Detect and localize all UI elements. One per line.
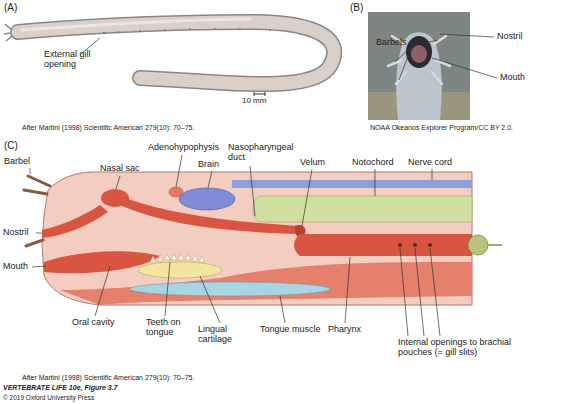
part-label: Notochord — [352, 158, 394, 168]
head-section — [24, 172, 502, 305]
credit-line: NOAA Okeanos Explorer Program/CC BY 2.0. — [370, 124, 513, 132]
panel-letter: (C) — [4, 140, 18, 151]
part-label: Internal openings to brachial pouches (=… — [398, 338, 516, 358]
part-label: Nostril — [497, 32, 523, 42]
part-label: Barbels — [376, 38, 407, 48]
part-label: Nasopharyngeal duct — [228, 143, 298, 163]
part-label: Adenohypophysis — [148, 143, 219, 153]
scale-label: 10 mm — [242, 97, 266, 106]
part-label: Nerve cord — [408, 158, 452, 168]
part-label: Mouth — [3, 262, 28, 272]
hagfish-photo — [368, 12, 470, 120]
part-label: Pharynx — [328, 325, 361, 335]
part-label: Teeth on tongue — [146, 318, 190, 338]
copyright-line: © 2019 Oxford University Press — [3, 394, 94, 401]
part-label: Brain — [198, 160, 219, 170]
credit-line: After Martini (1998) Scientific American… — [22, 124, 194, 132]
leader-line — [30, 155, 440, 336]
figure-number: VERTEBRATE LIFE 10e, Figure 3.7 — [3, 384, 118, 392]
part-label: Tongue muscle — [260, 325, 321, 335]
panel-letter: (B) — [350, 2, 363, 13]
leader-line — [395, 34, 497, 80]
panel-letter: (A) — [4, 2, 17, 13]
part-label: Velum — [300, 158, 325, 168]
part-label: Mouth — [500, 73, 525, 83]
part-label: Nostril — [3, 228, 29, 238]
part-label: Nasal sac — [100, 164, 140, 174]
part-label: Oral cavity — [72, 318, 115, 328]
part-label: Barbel — [4, 157, 30, 167]
scale-bar — [254, 92, 265, 96]
hagfish-body — [4, 19, 334, 84]
part-label: External gill opening — [44, 50, 102, 70]
credit-line: After Martini (1998) Scientific American… — [22, 374, 194, 382]
part-label: Lingual cartilage — [198, 325, 248, 345]
